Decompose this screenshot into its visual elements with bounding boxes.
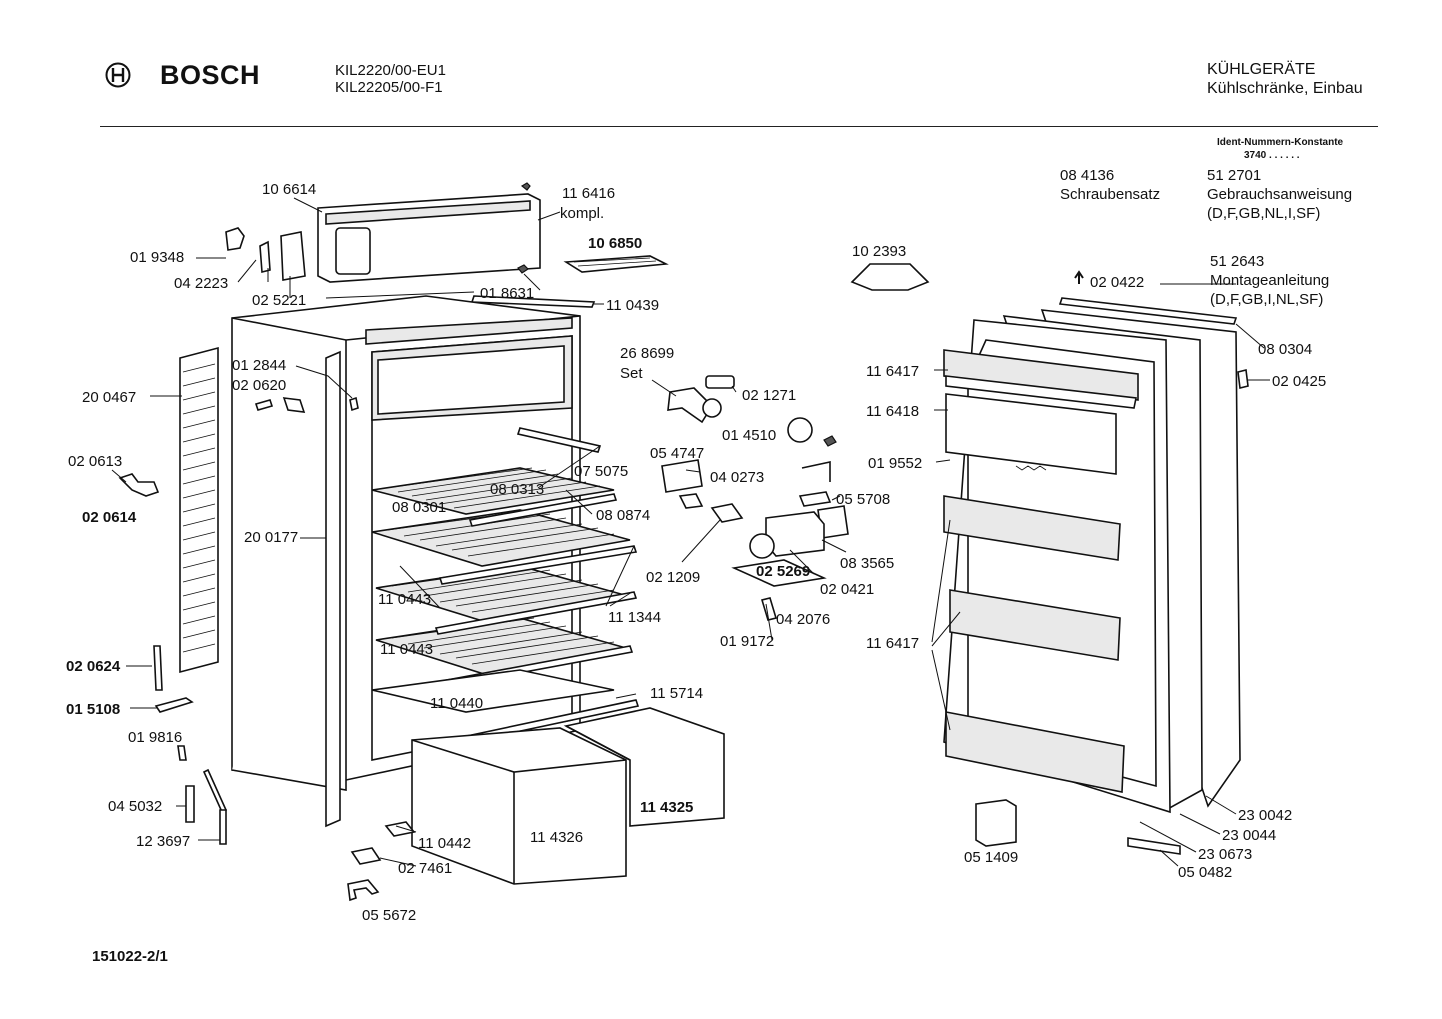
label-025269: 02 5269 (756, 563, 810, 580)
ice-tray-part (563, 255, 669, 273)
label-075075: 07 5075 (574, 463, 628, 480)
label-020613: 02 0613 (68, 453, 122, 470)
ident-title: Ident-Nummern-Konstante (1217, 137, 1344, 148)
doc-text-manual: Gebrauchsanweisung (1207, 186, 1352, 203)
label-045032: 04 5032 (108, 798, 162, 815)
label-019816: 01 9816 (128, 729, 182, 746)
label-080313: 08 0313 (490, 481, 544, 498)
label-021209: 02 1209 (646, 569, 700, 586)
doc-number-install: 51 2643 (1210, 253, 1264, 270)
diagram-code: 151022-2/1 (92, 948, 168, 965)
label-106850: 10 6850 (588, 235, 642, 252)
label-080874: 08 0874 (596, 507, 650, 524)
label-080301: 08 0301 (392, 499, 446, 516)
label-230044: 23 0044 (1222, 827, 1276, 844)
doc-lang-manual: (D,F,GB,NL,I,SF) (1207, 205, 1320, 222)
label-102393: 10 2393 (852, 243, 906, 260)
label-set: Set (620, 365, 643, 382)
label-021271: 02 1271 (742, 387, 796, 404)
label-019552: 01 9552 (868, 455, 922, 472)
thermostat-parts (661, 375, 849, 621)
left-small-parts (118, 396, 359, 845)
label-020614: 02 0614 (82, 509, 137, 526)
label-015108: 01 5108 (66, 701, 120, 718)
label-050482: 05 0482 (1178, 864, 1232, 881)
label-116417-a: 11 6417 (866, 363, 919, 380)
label-115714: 11 5714 (650, 685, 703, 702)
label-110443-b: 11 0443 (380, 641, 433, 658)
label-110439: 11 0439 (606, 297, 659, 314)
label-018631: 01 8631 (480, 285, 534, 302)
label-083565: 08 3565 (840, 555, 894, 572)
glass-plate-part (371, 669, 615, 713)
label-054747: 05 4747 (650, 445, 704, 462)
label-020620: 02 0620 (232, 377, 286, 394)
label-200177: 20 0177 (244, 529, 298, 546)
doc-lang-install: (D,F,GB,I,NL,SF) (1210, 291, 1323, 308)
label-055672: 05 5672 (362, 907, 416, 924)
label-106614: 10 6614 (262, 181, 316, 198)
condenser-coil-part (179, 346, 219, 674)
header-divider (100, 126, 1378, 127)
label-012844: 01 2844 (232, 357, 286, 374)
label-111344: 11 1344 (608, 609, 661, 626)
label-116417-b: 11 6417 (866, 635, 919, 652)
label-020422: 02 0422 (1090, 274, 1144, 291)
bosch-logo-icon (105, 62, 131, 88)
lamp-cover-part (850, 263, 930, 291)
label-123697: 12 3697 (136, 833, 190, 850)
label-019172: 01 9172 (720, 633, 774, 650)
brand-name: BOSCH (160, 60, 261, 90)
drawer-handle-part (347, 821, 416, 902)
label-040273: 04 0273 (710, 469, 764, 486)
label-116416: 11 6416 (562, 185, 615, 202)
label-020624: 02 0624 (66, 658, 121, 675)
label-230042: 23 0042 (1238, 807, 1292, 824)
label-110442: 11 0442 (418, 835, 471, 852)
label-kompl: kompl. (560, 205, 604, 222)
shelf-1-part (371, 467, 615, 515)
category-title: KÜHLGERÄTE (1207, 61, 1316, 78)
label-230673: 23 0673 (1198, 846, 1252, 863)
freezer-door-part (317, 182, 541, 283)
label-200467: 20 0467 (82, 389, 136, 406)
refrigerator-door-assembly (943, 297, 1249, 855)
label-020421: 02 0421 (820, 581, 874, 598)
label-025221: 02 5221 (252, 292, 306, 309)
arrow-up-icon (1074, 270, 1084, 284)
crisper-drawer-right-part (563, 707, 725, 827)
label-116418: 11 6418 (866, 403, 919, 420)
label-014510: 01 4510 (722, 427, 776, 444)
doc-text-screw-set: Schraubensatz (1060, 186, 1160, 203)
label-042223: 04 2223 (174, 275, 228, 292)
ident-value: 3740 . . . . . . (1244, 150, 1300, 161)
leader-lines (111, 197, 1270, 867)
crisper-drawer-left-part (411, 727, 627, 885)
hinge-small-part (225, 227, 529, 281)
label-042076: 04 2076 (776, 611, 830, 628)
category-subtitle: Kühlschränke, Einbau (1207, 80, 1363, 97)
label-051409: 05 1409 (964, 849, 1018, 866)
label-114326: 11 4326 (530, 829, 583, 846)
doc-number-manual: 51 2701 (1207, 167, 1261, 184)
label-110440: 11 0440 (430, 695, 483, 712)
label-020425: 02 0425 (1272, 373, 1326, 390)
top-rail-part (470, 295, 596, 308)
label-268699: 26 8699 (620, 345, 674, 362)
model-number-1: KIL2220/00-EU1 (335, 62, 446, 79)
doc-number-screw-set: 08 4136 (1060, 167, 1114, 184)
label-019348: 01 9348 (130, 249, 184, 266)
label-055708: 05 5708 (836, 491, 890, 508)
label-110443-a: 11 0443 (378, 591, 431, 608)
label-080304: 08 0304 (1258, 341, 1312, 358)
doc-text-install: Montageanleitung (1210, 272, 1329, 289)
model-number-2: KIL22205/00-F1 (335, 79, 443, 96)
label-027461: 02 7461 (398, 860, 452, 877)
label-114325: 11 4325 (640, 799, 693, 816)
